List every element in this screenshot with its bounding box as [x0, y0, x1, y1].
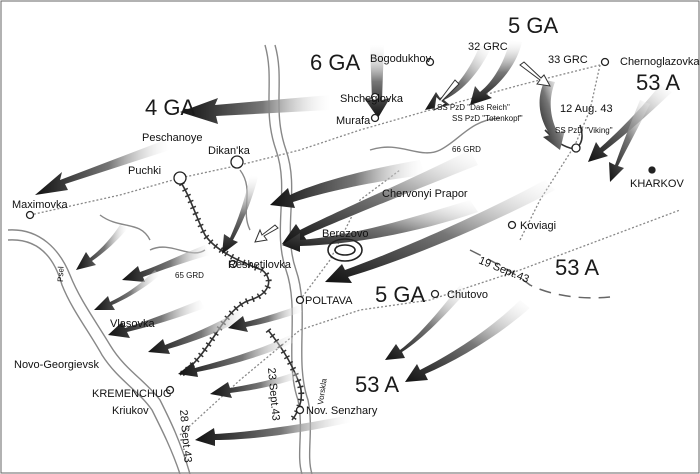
arrow-kremenchug-2: [210, 370, 302, 398]
label-65grd: 65 GRD: [175, 271, 204, 280]
label-kremenchug: KREMENCHUG: [92, 388, 171, 400]
arrow-poltava-w: [228, 305, 302, 332]
label-chutovo: Chutovo: [447, 289, 488, 301]
label-chernoglazovka: Chernoglazovka: [620, 56, 700, 68]
arrow-nov-senzhary: [195, 415, 352, 446]
label-date-sep23: 23 Sept.43: [265, 367, 282, 421]
arrow-chervonyi-2: [282, 150, 478, 244]
label-viking: SS PzD "Viking": [555, 126, 613, 135]
arrow-5ga-top: [470, 40, 522, 105]
label-5ga-mid: 5 GA: [375, 282, 425, 307]
arrow-dikanka: [222, 175, 258, 254]
label-53a-mid: 53 A: [555, 255, 599, 280]
arrow-32grc: [425, 45, 490, 110]
arrow-4ga: [180, 95, 330, 124]
label-poltava: POLTAVA: [305, 295, 353, 307]
arrow-kremenchug-1: [178, 335, 295, 377]
label-6ga: 6 GA: [310, 50, 360, 75]
label-date-aug12: 12 Aug. 43: [560, 103, 613, 115]
label-bogodukhov: Bogodukhov: [370, 53, 432, 65]
arrow-chervonyi-3: [282, 200, 478, 252]
label-chervonyi-prapor: Chervonyi Prapor: [382, 188, 468, 200]
german-counterattack-arrows: [254, 61, 551, 243]
label-maximovka: Maximovka: [12, 199, 69, 211]
label-date-sep28: 28 Sept.43: [177, 409, 194, 463]
berezovo-pocket: [327, 238, 363, 262]
arrow-65grd-1: [76, 225, 128, 270]
label-53a-top: 53 A: [636, 70, 680, 95]
label-shcheglovka: Shcheglovka: [340, 93, 404, 105]
arrow-peschanoye: [35, 140, 170, 195]
label-totenkopf: SS PzD "Totenkopf": [452, 114, 523, 123]
arrow-5ga-mid-drop: [385, 285, 468, 360]
town-markers: [25, 57, 656, 415]
arrow-53a-bottom: [405, 300, 530, 382]
label-5ga-top: 5 GA: [508, 13, 558, 38]
label-vorskla: Vorskla: [316, 378, 329, 406]
arrow-53a-south: [609, 100, 650, 182]
arrow-53a-east: [588, 85, 672, 162]
label-66grd: 66 GRD: [452, 145, 481, 154]
label-33grc: 33 GRC: [548, 54, 588, 66]
label-reshetilovka: Reshetilovka: [228, 259, 292, 271]
label-psel: Psel: [56, 266, 66, 282]
label-date-sep19: 19 Sept.43: [477, 255, 531, 286]
label-berezovo: Berezovo: [322, 228, 368, 240]
arrow-vlasovka-2: [148, 310, 245, 354]
label-koviagi: Koviagi: [520, 220, 556, 232]
label-kriukov: Kriukov: [112, 405, 149, 417]
label-4ga: 4 GA: [145, 95, 195, 120]
arrow-chervonyi-1: [270, 160, 425, 208]
attack-arrows: [35, 40, 672, 446]
arrow-reshetilovka: [122, 245, 210, 282]
label-das-reich: SS PzD "Das Reich": [437, 103, 510, 112]
label-nov-senzhary: Nov. Senzhary: [306, 405, 378, 417]
east-front-dashed: [469, 249, 611, 299]
label-32grc: 32 GRC: [468, 41, 508, 53]
arrow-vlasovka: [108, 300, 205, 338]
label-dikanka: Dikan'ka: [208, 145, 251, 157]
arrow-koviagi: [325, 180, 555, 283]
arrow-65grd-2: [94, 270, 160, 310]
label-vlasovka: Vlasovka: [110, 318, 156, 330]
arrow-6ga: [364, 45, 390, 118]
label-puchki: Puchki: [128, 165, 161, 177]
label-peschanoye: Peschanoye: [142, 132, 203, 144]
arrow-33grc: [539, 80, 565, 150]
label-53a-bottom: 53 A: [355, 372, 399, 397]
label-murafa: Murafa: [336, 115, 371, 127]
label-novo-georgievsk: Novo-Georgievsk: [14, 359, 99, 371]
label-kharkov: KHARKOV: [630, 178, 684, 190]
